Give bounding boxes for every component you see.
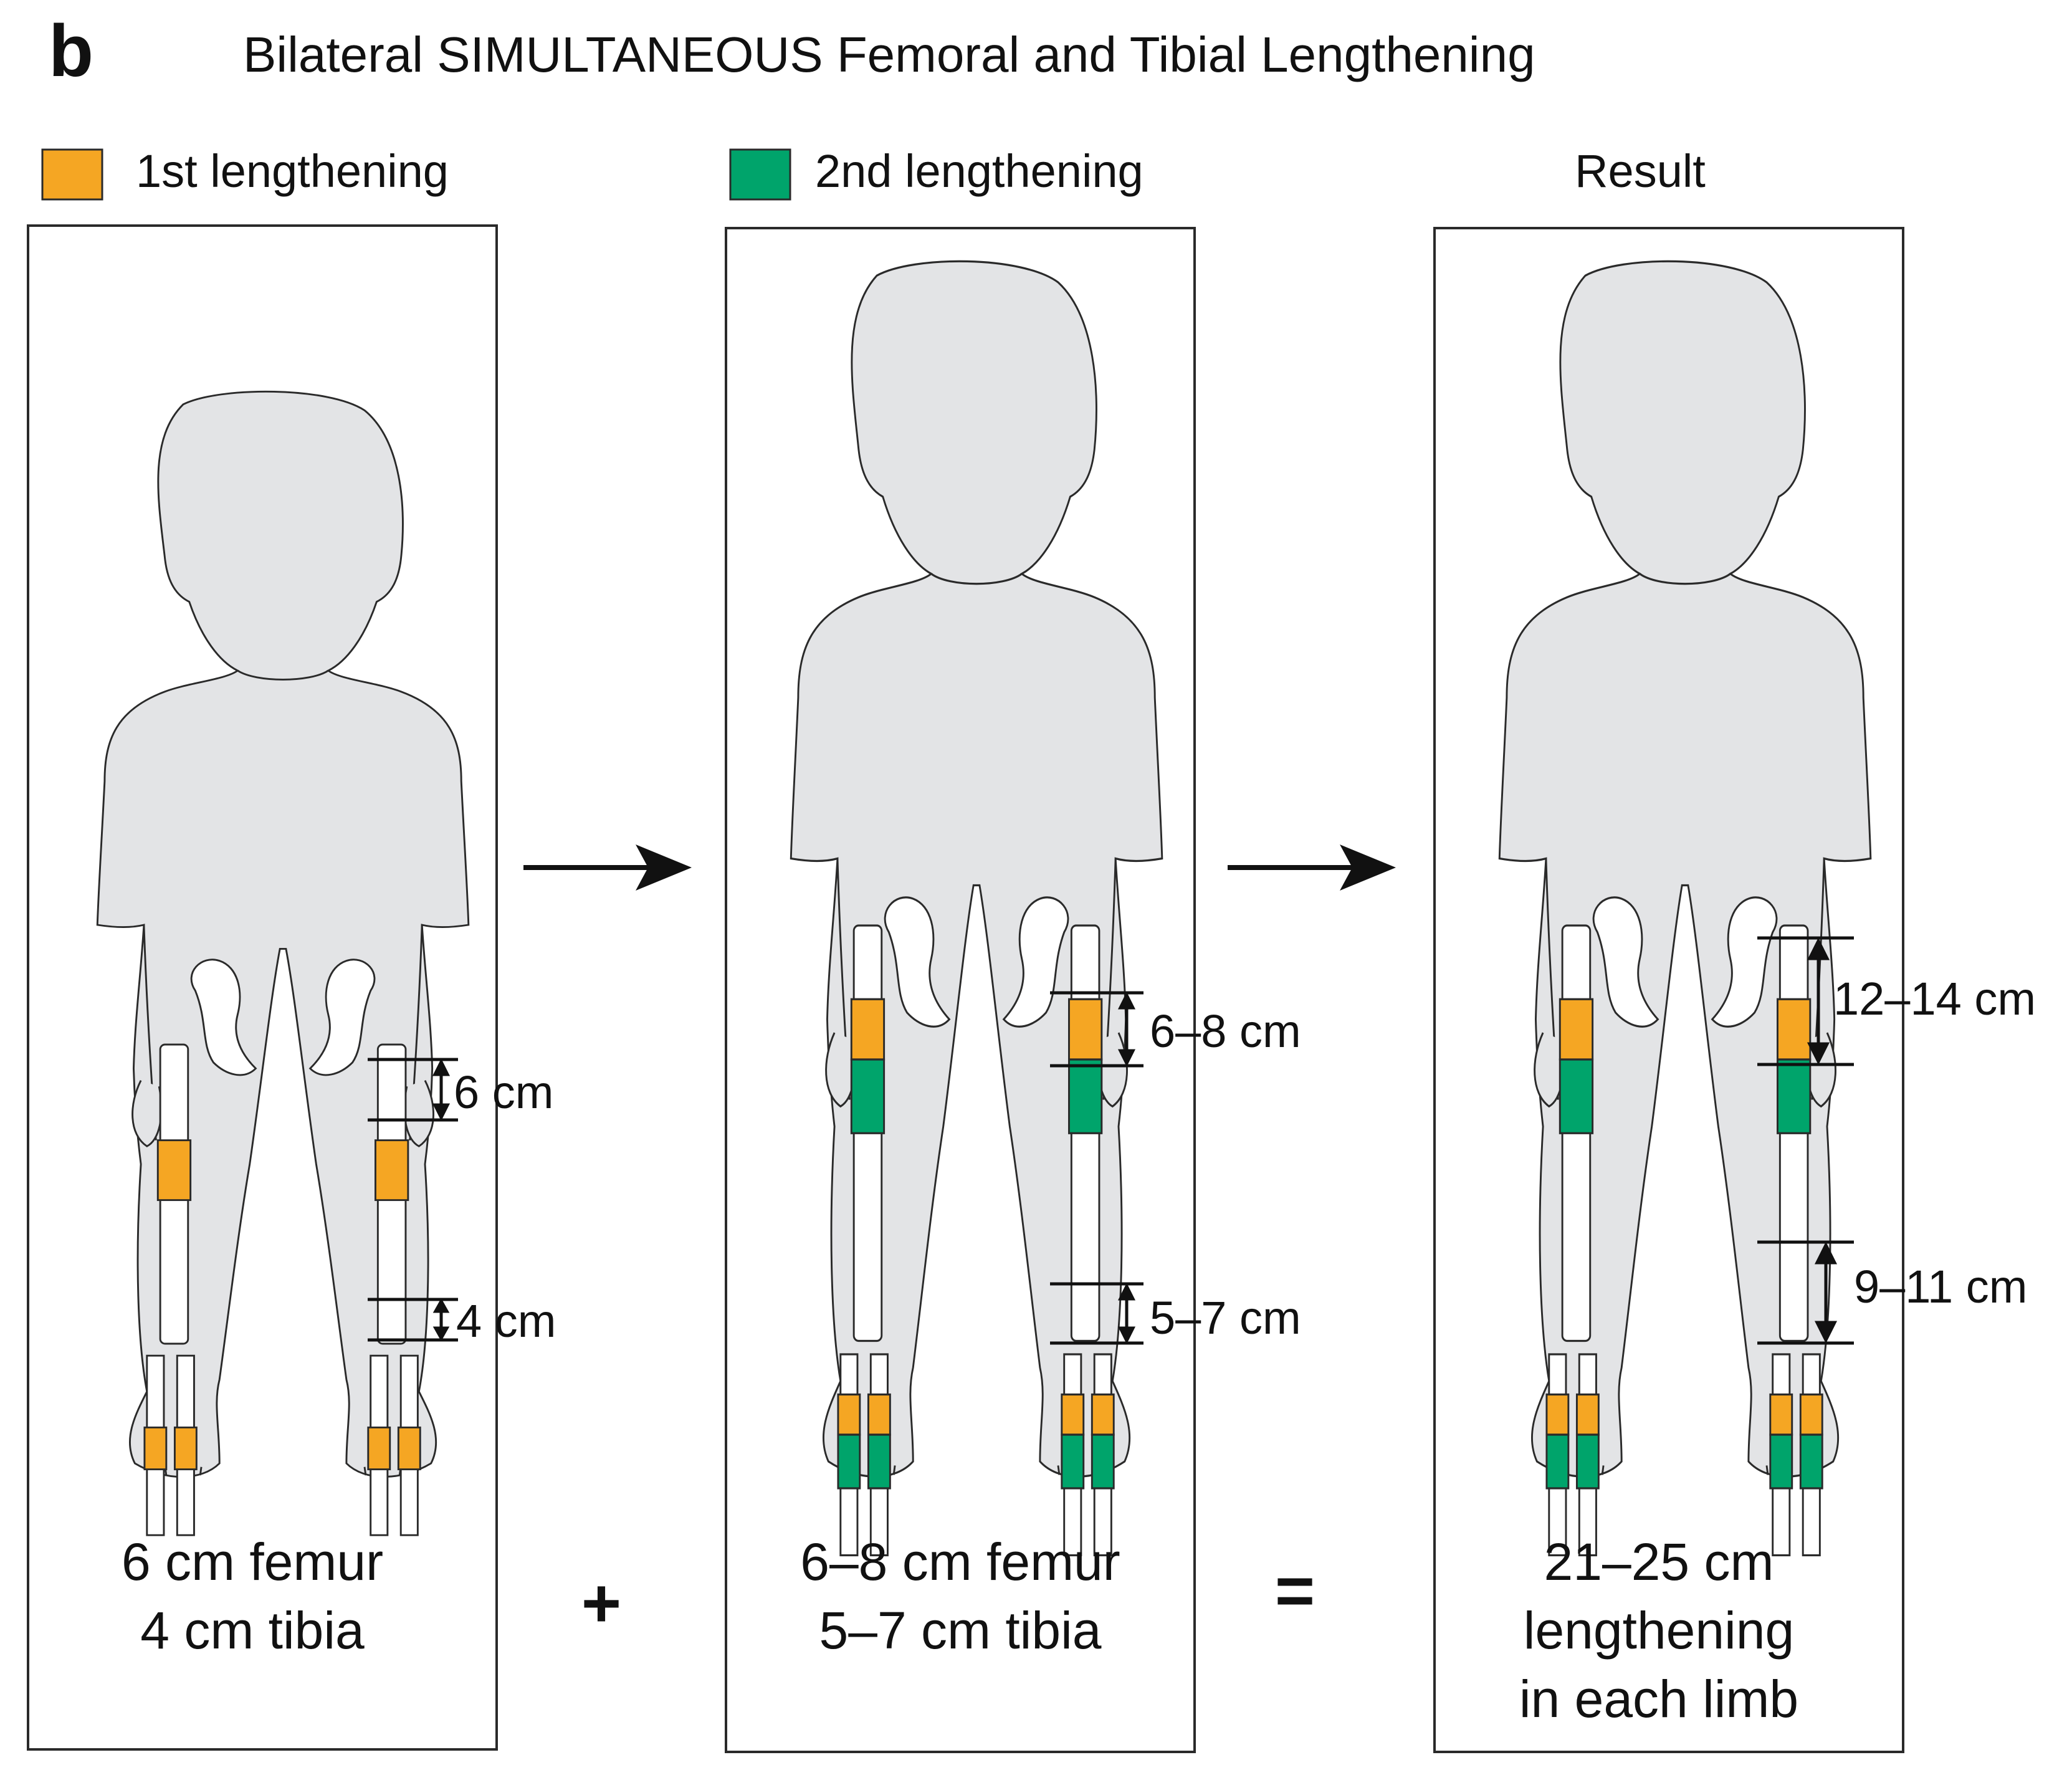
measure-tibia-result [1757, 1240, 1854, 1345]
measure-label-femur-first: 6 cm [454, 1066, 553, 1118]
legend-swatch-first [41, 148, 103, 201]
caption-result-line2: lengthening [1524, 1601, 1794, 1660]
caption-result-line3: in each limb [1519, 1670, 1798, 1728]
measure-label-femur-result: 12–14 cm [1833, 973, 2036, 1025]
legend-label-second: 2nd lengthening [815, 145, 1143, 197]
legend-label-result: Result [1575, 145, 1706, 197]
tibia-segment-1 [143, 1426, 168, 1471]
measure-label-tibia-result: 9–11 cm [1854, 1261, 2027, 1313]
arrow-first-to-second [523, 844, 692, 891]
figure-title: Bilateral SIMULTANEOUS Femoral and Tibia… [243, 27, 1535, 82]
figure-child-second [790, 260, 1163, 1557]
panel-letter: b [49, 10, 93, 92]
caption-first-line1: 6 cm femur [122, 1533, 383, 1591]
caption-result-line1: 21–25 cm [1544, 1533, 1774, 1591]
tibia-segment-3 [367, 1426, 391, 1471]
figure-child-first [96, 390, 470, 1536]
femur-segment-left-second [850, 1058, 886, 1134]
measure-label-tibia-first: 4 cm [456, 1295, 556, 1347]
caption-second-line2: 5–7 cm tibia [819, 1601, 1102, 1660]
operator-plus: + [581, 1565, 621, 1642]
measure-label-tibia-second: 5–7 cm [1150, 1292, 1301, 1344]
measure-tibia-first [368, 1298, 458, 1342]
caption-first-line2: 4 cm tibia [140, 1601, 365, 1660]
panel-frame-first [27, 224, 498, 1751]
tibia-segment-4 [397, 1426, 421, 1471]
panel-frame-second [725, 227, 1196, 1753]
operator-equals: = [1275, 1552, 1315, 1629]
femur-segment-left [156, 1139, 192, 1202]
measure-tibia-second [1050, 1282, 1143, 1345]
measure-femur-first [368, 1058, 458, 1122]
femur-segment-left-first [850, 998, 886, 1061]
femur-segment-right [375, 1139, 409, 1202]
arrow-second-to-result [1228, 844, 1396, 891]
caption-second-line1: 6–8 cm femur [800, 1533, 1120, 1591]
legend-swatch-second [729, 148, 791, 201]
panel-frame-result [1433, 227, 1904, 1753]
measure-femur-second [1050, 991, 1143, 1068]
femur-segment-right-second [1068, 1058, 1103, 1134]
figure-child-result [1498, 260, 1872, 1557]
femur-segment-right-first [1068, 998, 1103, 1061]
tibia-segment-2 [173, 1426, 198, 1471]
measure-femur-result [1757, 936, 1854, 1066]
legend-label-first: 1st lengthening [136, 145, 449, 197]
measure-label-femur-second: 6–8 cm [1150, 1005, 1301, 1057]
